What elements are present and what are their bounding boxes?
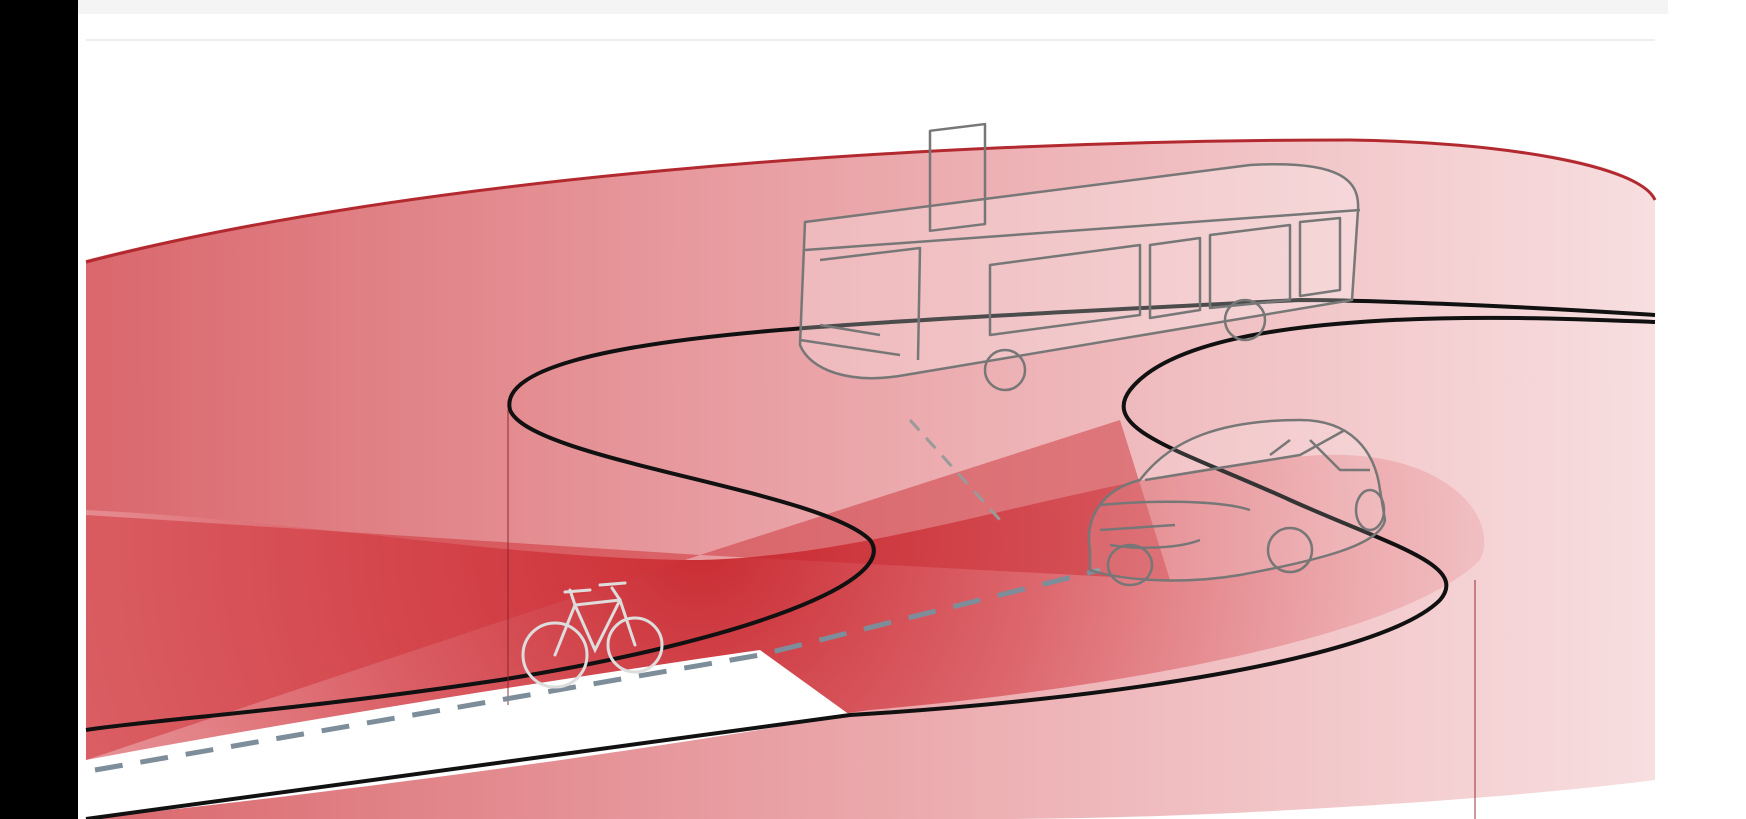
left-black-bar xyxy=(0,0,78,819)
